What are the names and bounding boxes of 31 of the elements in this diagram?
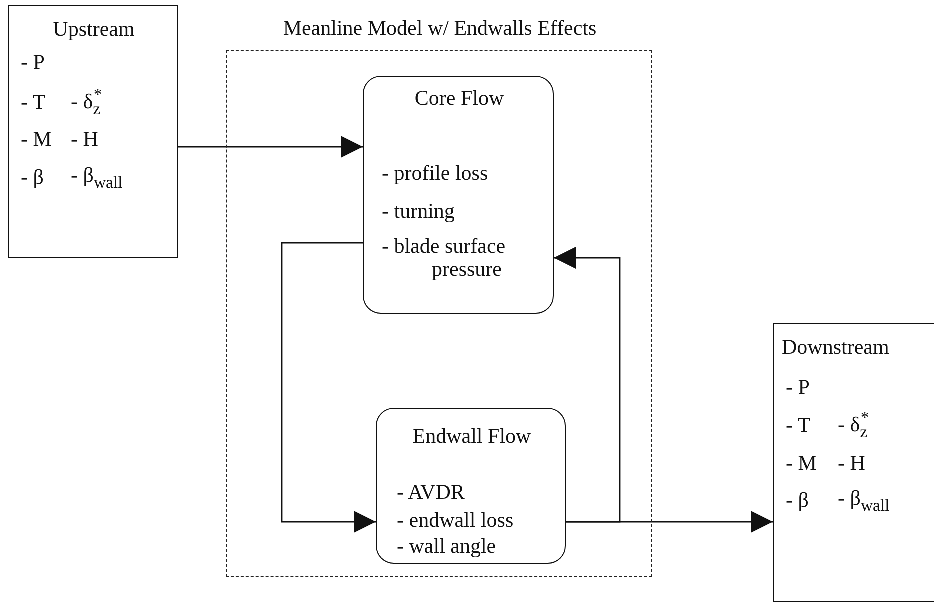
list-item: - wall angle xyxy=(397,535,496,558)
list-item: - β xyxy=(21,166,44,190)
panel-heading: Downstream xyxy=(782,336,890,360)
arrow xyxy=(281,242,376,533)
list-item: - T xyxy=(786,414,811,438)
list-item: - blade surface pressure xyxy=(382,235,507,282)
panel-heading: Upstream xyxy=(52,18,136,42)
list-item: - profile loss xyxy=(382,162,488,186)
arrow xyxy=(554,247,621,523)
list-item: - P xyxy=(21,51,45,74)
list-item: - H xyxy=(71,128,98,152)
model-title: Meanline Model w/ Endwalls Effects xyxy=(282,17,598,40)
list-item: - β$_{wall}$ xyxy=(71,164,123,192)
parameter-box xyxy=(773,323,934,602)
list-item: - endwall loss xyxy=(397,509,514,532)
list-item: - β xyxy=(786,489,809,512)
list-item: - turning xyxy=(382,200,455,224)
process-box xyxy=(363,76,554,314)
box-heading: Endwall Flow xyxy=(412,425,532,448)
arrow xyxy=(566,511,773,533)
list-item: - H xyxy=(838,452,866,476)
arrow xyxy=(178,136,363,158)
box-heading: Core Flow xyxy=(414,87,506,110)
process-box xyxy=(376,408,566,564)
list-item: - P xyxy=(786,376,810,400)
list-item: - M xyxy=(21,128,52,152)
parameter-box xyxy=(8,5,178,258)
list-item: - T xyxy=(21,91,46,114)
list-item: - AVDR xyxy=(397,481,465,504)
list-item: - M xyxy=(786,452,817,476)
list-item: - β$_{wall}$ xyxy=(838,487,890,516)
